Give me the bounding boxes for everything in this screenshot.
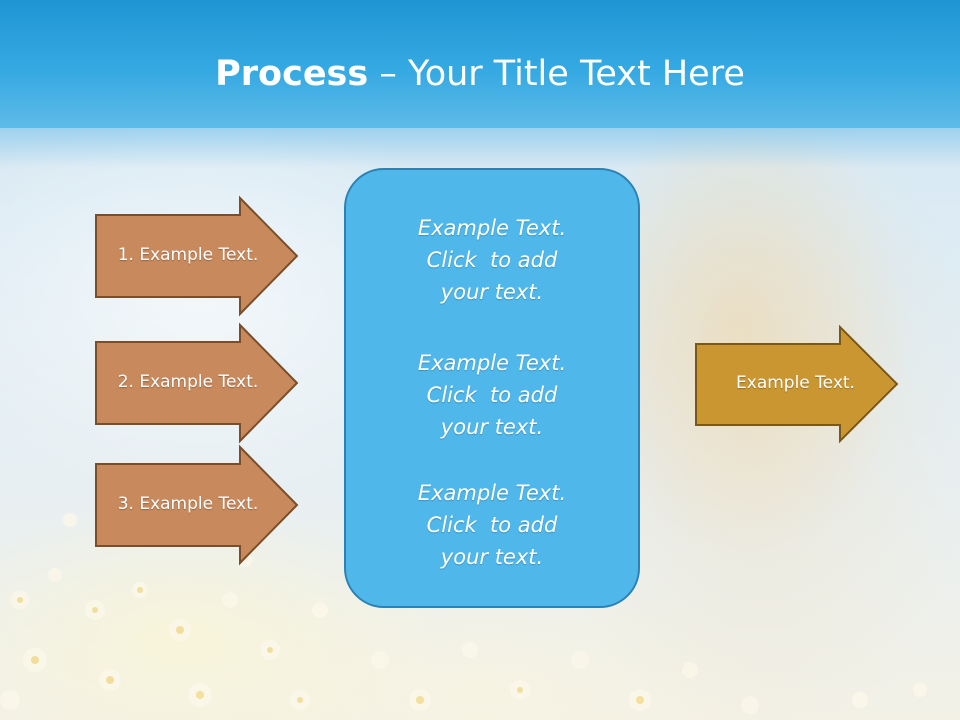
left-arrow-3-label: 3. Example Text. — [117, 494, 259, 514]
center-paragraph-2-line-2: Click to add — [426, 383, 558, 407]
center-paragraph-3-line-2: Click to add — [426, 513, 558, 537]
right-arrow[interactable] — [695, 324, 899, 444]
center-paragraph-3: Example Text. Click to add your text. — [344, 477, 640, 573]
left-arrow-3[interactable] — [95, 444, 299, 566]
center-paragraph-2-line-1: Example Text. — [417, 351, 567, 375]
center-paragraph-1-line-2: Click to add — [426, 248, 558, 272]
left-arrow-2-label: 2. Example Text. — [117, 372, 259, 392]
center-paragraph-2: Example Text. Click to add your text. — [344, 347, 640, 443]
center-paragraph-1-line-3: your text. — [440, 280, 544, 304]
slide-title-bold: Process — [215, 54, 369, 94]
left-arrow-1[interactable] — [95, 195, 299, 317]
center-paragraph-3-line-3: your text. — [440, 545, 544, 569]
title-bar — [0, 0, 960, 128]
center-text-box[interactable] — [344, 168, 640, 608]
center-paragraph-3-line-1: Example Text. — [417, 481, 567, 505]
slide-title[interactable]: Process – Your Title Text Here — [0, 52, 960, 96]
center-paragraph-1-line-1: Example Text. — [417, 216, 567, 240]
center-paragraph-1: Example Text. Click to add your text. — [344, 212, 640, 308]
left-arrow-2[interactable] — [95, 322, 299, 444]
right-arrow-label: Example Text. — [736, 373, 855, 393]
left-arrow-1-label: 1. Example Text. — [117, 245, 259, 265]
title-bar-fade — [0, 128, 960, 168]
slide-title-rest: – Your Title Text Here — [368, 54, 745, 94]
center-paragraph-2-line-3: your text. — [440, 415, 544, 439]
